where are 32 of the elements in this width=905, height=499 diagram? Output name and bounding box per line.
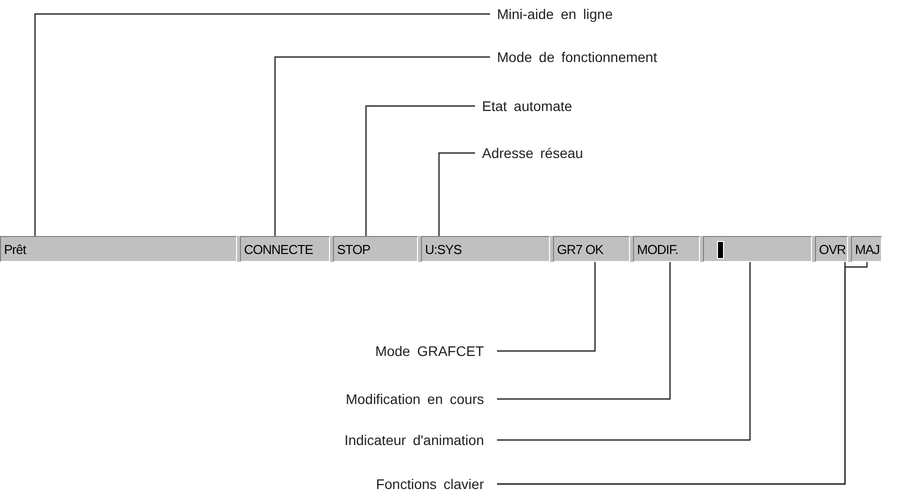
callout-label: Mode de fonctionnement [497,48,658,66]
status-panel [633,236,700,262]
callout-label: Mode GRAFCET [375,342,484,360]
status-panel [815,236,848,262]
status-text: GR7 OK [557,242,604,256]
leader-line [497,262,671,400]
status-panel [851,236,882,262]
status-text: U:SYS [425,242,462,256]
status-text: STOP [337,242,370,256]
callout-label: Fonctions clavier [376,475,484,493]
status-panel [333,236,418,262]
leader-line [497,262,596,352]
status-text: OVR [819,242,846,256]
status-text: MODIF. [637,242,678,256]
callout-label: Etat automate [482,97,572,115]
status-panel [553,236,630,262]
leader-line [34,13,490,236]
status-text: MAJ [855,242,880,256]
status-panel [703,236,812,262]
status-text: CONNECTE [244,242,313,256]
callout-label: Modification en cours [346,390,484,408]
status-panel [0,236,237,262]
leader-line [274,56,490,236]
callout-label: Mini-aide en ligne [497,5,613,23]
status-panel [240,236,330,262]
leader-line [365,105,475,236]
status-text: Prêt [4,242,26,256]
leader-line [438,152,475,236]
status-panel [421,236,550,262]
callout-label: Adresse réseau [482,144,584,162]
callout-label: Indicateur d'animation [344,431,484,449]
leader-line [497,262,751,441]
